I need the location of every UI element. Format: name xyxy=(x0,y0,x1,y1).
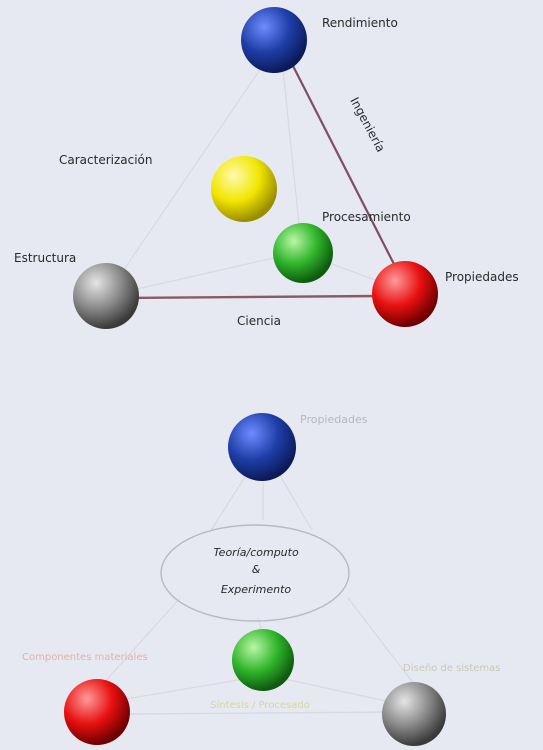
bottom-node-green-sphere xyxy=(232,629,294,691)
label-rendimiento: Rendimiento xyxy=(322,16,398,30)
bottom-node-blue-sphere xyxy=(228,413,296,481)
label-procesamiento: Procesamiento xyxy=(322,210,411,224)
edge-blue-ellipse-left xyxy=(209,471,249,533)
node-blue-sphere xyxy=(241,7,307,73)
node-yellow-sphere xyxy=(211,156,277,222)
label-ingenieria: Ingeniería xyxy=(347,95,388,155)
edge-gray-green xyxy=(105,251,301,297)
edge-red-gray xyxy=(129,711,391,715)
theory-experiment-ellipse xyxy=(160,524,350,622)
bottom-label-sintesis: Síntesis / Procesado xyxy=(210,699,310,711)
ellipse-text-experiment: Experimento xyxy=(221,583,292,596)
edge-ellipse-gray xyxy=(347,597,415,685)
bottom-label-propiedades: Propiedades xyxy=(300,413,368,426)
edge-blue-gray xyxy=(105,51,273,297)
edge-blue-red-engineering xyxy=(289,59,399,273)
edge-blue-green xyxy=(281,59,301,235)
ellipse-text-and: & xyxy=(252,563,261,576)
bottom-triangle: Teoría/computo & Experimento Propiedades… xyxy=(22,413,501,746)
edge-ellipse-red xyxy=(102,597,181,685)
edge-green-gray xyxy=(279,677,401,705)
bottom-node-red-sphere xyxy=(64,679,130,745)
bottom-label-diseno: Diseño de sistemas xyxy=(403,663,501,674)
edge-blue-ellipse-right xyxy=(277,471,313,531)
node-green-sphere xyxy=(273,223,333,283)
label-ciencia: Ciencia xyxy=(237,314,281,328)
edge-gray-red-science xyxy=(119,294,381,300)
label-caracterizacion: Caracterización xyxy=(59,153,153,167)
label-estructura: Estructura xyxy=(14,251,76,265)
ellipse-text-theory: Teoría/computo xyxy=(213,546,299,559)
label-propiedades: Propiedades xyxy=(445,270,519,284)
node-red-sphere xyxy=(372,261,438,327)
bottom-node-gray-sphere xyxy=(382,682,446,746)
top-tetrahedron: Rendimiento Caracterización Procesamient… xyxy=(14,7,519,329)
bottom-label-componentes: Componentes materiales xyxy=(22,652,148,663)
bottom-label-componentes-line: Componentes materiales xyxy=(22,652,148,663)
edge-red-green xyxy=(119,677,251,701)
node-gray-sphere xyxy=(73,263,139,329)
